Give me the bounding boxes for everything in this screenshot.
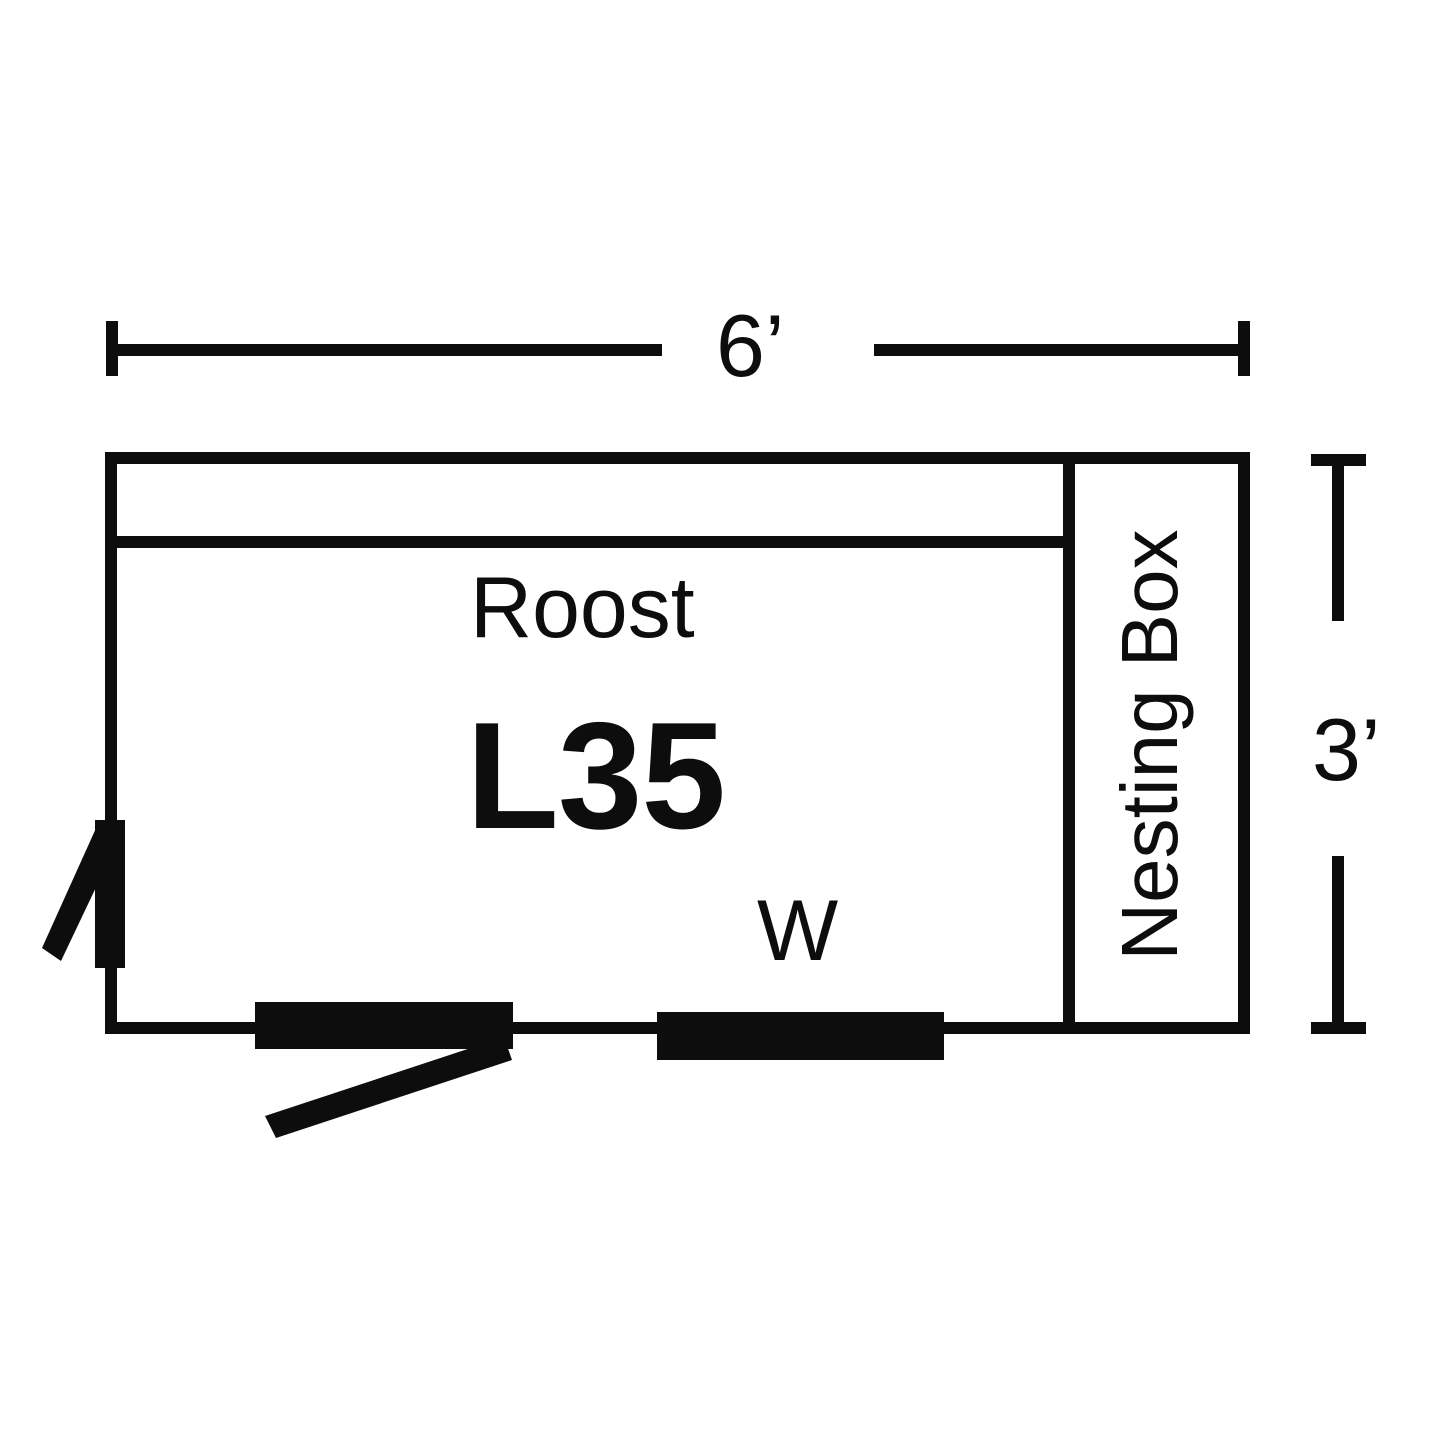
width-dim-left-line xyxy=(106,344,662,356)
bottom-door-group xyxy=(255,1002,513,1138)
left-door-swing-line xyxy=(42,826,118,961)
width-dim-right-line xyxy=(874,344,1250,356)
window-tag-label: W xyxy=(757,883,839,979)
left-door-group xyxy=(42,820,125,968)
height-dim-bottom-line xyxy=(1332,856,1344,1034)
height-dim-bottom-tick xyxy=(1311,1022,1366,1034)
nesting-box-room-label: Nesting Box xyxy=(1105,529,1194,961)
width-dimension-label: 6’ xyxy=(716,296,785,395)
bottom-window-group xyxy=(657,1012,944,1060)
interior-partitions xyxy=(105,452,1075,1034)
height-dimension-group xyxy=(1311,454,1366,1034)
bottom-window-panel xyxy=(657,1012,944,1060)
wall-top xyxy=(105,452,1250,464)
wall-right xyxy=(1238,452,1250,1034)
height-dim-top-line xyxy=(1332,454,1344,621)
nesting-box-partition xyxy=(1063,452,1075,1034)
width-dim-right-tick xyxy=(1238,321,1250,376)
model-code-label: L35 xyxy=(466,691,726,861)
roost-bar-divider xyxy=(105,536,1063,548)
bottom-door-swing-line xyxy=(265,1037,512,1138)
height-dimension-label: 3’ xyxy=(1312,700,1381,799)
bottom-door-panel xyxy=(255,1002,513,1049)
width-dimension-group xyxy=(106,321,1250,376)
roost-room-label: Roost xyxy=(470,560,695,656)
